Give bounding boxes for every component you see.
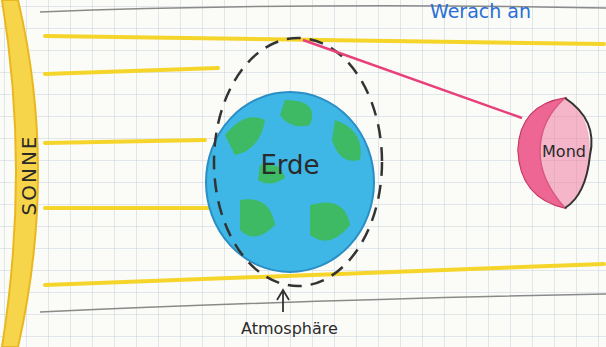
leader-arrow (277, 290, 289, 312)
earth-node: Erde (220, 130, 360, 200)
sun-node: SONNE (0, 60, 56, 290)
atmosphere-outline (214, 38, 382, 286)
atmosphere-label: Atmosphäre (241, 319, 338, 338)
page-edge (40, 294, 606, 312)
node-text: Mond (542, 142, 586, 161)
earth-globe (206, 92, 374, 272)
refracted-ray (303, 40, 522, 118)
sun-rays (45, 36, 604, 285)
heading-fragment: Werach an (430, 0, 531, 22)
node-text: SONNE (16, 135, 40, 216)
earth-continents (225, 100, 361, 241)
moon-node: Mond (538, 128, 590, 174)
node-text: Erde (260, 150, 319, 180)
